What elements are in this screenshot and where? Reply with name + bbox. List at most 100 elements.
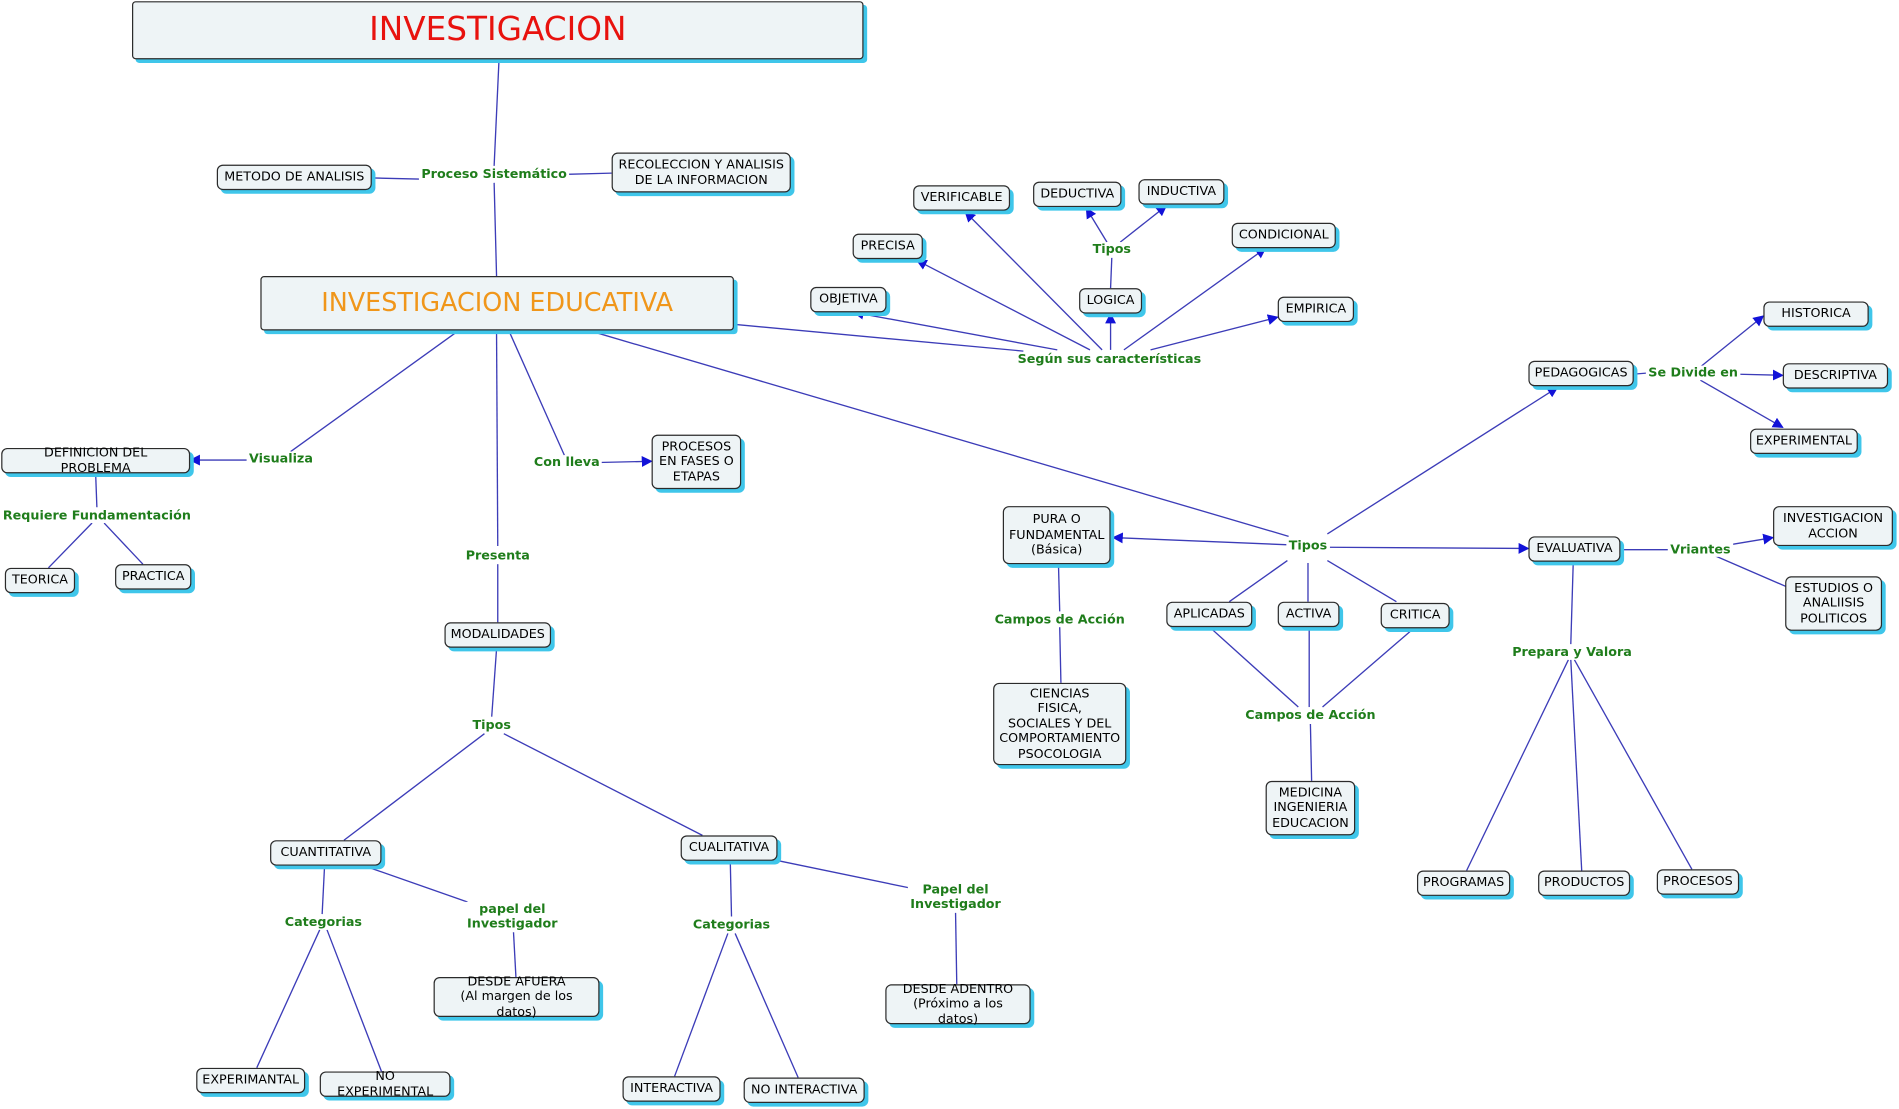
link-line: [1059, 627, 1062, 683]
link-line: [103, 522, 144, 565]
node-pedagogicas: PEDAGOGICAS: [1528, 360, 1634, 387]
link-line: [1570, 562, 1574, 645]
node-experimantal: EXPERIMANTAL: [196, 1067, 306, 1094]
node-precisa: PRECISA: [852, 233, 923, 260]
link-line: [1111, 532, 1289, 546]
label-categorias-cual: Categorias: [690, 917, 773, 933]
label-se-divide: Se Divide en: [1645, 365, 1741, 381]
link-line: [566, 172, 612, 176]
node-modalidades: MODALIDADES: [444, 622, 552, 648]
link-line: [321, 865, 326, 915]
label-proceso-sistematico: Proceso Sistemático: [418, 167, 570, 182]
link-line: [915, 259, 1091, 351]
label-vriantes: Vriantes: [1667, 542, 1733, 557]
node-programas: PROGRAMAS: [1416, 870, 1511, 896]
node-inductiva: INDUCTIVA: [1138, 179, 1225, 205]
link-line: [598, 456, 653, 467]
link-line: [1150, 314, 1279, 351]
link-line: [1570, 659, 1583, 871]
link-line: [1729, 533, 1775, 546]
link-line: [1119, 205, 1168, 243]
link-line: [256, 929, 321, 1069]
node-title: INVESTIGACION EDUCATIVA: [321, 288, 674, 318]
node-desde-afuera: DESDE AFUERA (Al margen de los datos): [433, 975, 600, 1019]
link-line: [729, 862, 733, 917]
link-line: [1699, 315, 1765, 368]
link-line: [1327, 542, 1530, 554]
label-visualiza: Visualiza: [246, 451, 316, 467]
label-segun-caracteristicas: Según sus características: [1015, 352, 1204, 367]
node-no-interactiva: NO INTERACTIVA: [743, 1077, 865, 1103]
node-definicion-problema: DEFINICION DEL PROBLEMA: [1, 446, 191, 475]
label-tipos-main: Tipos: [1286, 538, 1330, 554]
node-critica: CRITICA: [1380, 602, 1450, 629]
label-tipos-logica: Tipos: [1090, 242, 1134, 257]
link-line: [503, 733, 703, 836]
link-line: [734, 933, 799, 1078]
node-title: INVESTIGACION: [369, 10, 627, 49]
node-evaluativa: EVALUATIVA: [1528, 536, 1621, 562]
node-recoleccion: RECOLECCION Y ANALISIS DE LA INFORMACION: [611, 152, 791, 193]
node-verificable: VERIFICABLE: [913, 185, 1011, 211]
link-line: [778, 860, 914, 890]
link-line: [495, 332, 499, 547]
node-deductiva: DEDUCTIVA: [1033, 181, 1122, 208]
node-productos: PRODUCTOS: [1538, 870, 1631, 896]
node-descriptiva: DESCRIPTIVA: [1782, 363, 1889, 389]
label-tipos-modalidades: Tipos: [470, 717, 514, 733]
link-line: [1228, 560, 1288, 603]
link-line: [1309, 723, 1313, 781]
node-objetiva: OBJETIVA: [810, 286, 887, 313]
link-line: [954, 912, 958, 985]
node-inv-accion: INVESTIGACION ACCION: [1773, 506, 1893, 547]
node-historica: HISTORICA: [1763, 301, 1869, 327]
label-campos-pura: Campos de Acción: [992, 612, 1128, 628]
node-cualitativa: CUALITATIVA: [680, 835, 778, 861]
link-line: [493, 182, 498, 277]
link-line: [512, 932, 517, 978]
link-line: [596, 332, 1289, 537]
link-line: [370, 867, 468, 903]
link-line: [852, 308, 1058, 351]
link-line: [326, 929, 383, 1072]
link-line: [95, 474, 98, 508]
link-line: [1057, 565, 1061, 612]
link-line: [493, 60, 500, 166]
node-investigacion: INVESTIGACION: [132, 1, 864, 60]
node-investigacion-educativa: INVESTIGACION EDUCATIVA: [260, 276, 734, 331]
link-line: [1466, 659, 1569, 871]
label-campos-aplicadas: Campos de Acción: [1242, 708, 1378, 723]
link-line: [491, 648, 498, 717]
node-condicional: CONDICIONAL: [1231, 222, 1336, 249]
link-line: [1327, 559, 1397, 603]
node-interactiva: INTERACTIVA: [622, 1076, 721, 1102]
link-line: [290, 332, 456, 453]
link-line: [1085, 207, 1108, 243]
node-pura: PURA O FUNDAMENTAL (Básica): [1002, 506, 1111, 565]
label-papel-cual: Papel del Investigador: [907, 882, 1004, 912]
link-line: [1714, 555, 1788, 588]
node-desde-adentro: DESDE ADENTRO (Próximo a los datos): [885, 982, 1031, 1026]
link-line: [964, 211, 1103, 351]
link-line: [673, 933, 729, 1077]
label-presenta: Presenta: [463, 548, 533, 564]
link-line: [1327, 386, 1559, 535]
link-line: [343, 733, 485, 841]
link-line: [1123, 247, 1267, 351]
link-line: [47, 522, 93, 569]
node-activa: ACTIVA: [1277, 601, 1340, 628]
node-practica: PRACTICA: [115, 564, 192, 590]
node-estudios: ESTUDIOS O ANALIISIS POLITICOS: [1785, 576, 1883, 631]
node-medicina: MEDICINA INGENIERIA EDUCACION: [1265, 780, 1356, 836]
node-procesos-fases: PROCESOS EN FASES O ETAPAS: [651, 434, 742, 490]
link-line: [1322, 630, 1412, 708]
link-line: [1109, 257, 1113, 289]
node-cuantitativa: CUANTITATIVA: [270, 840, 382, 866]
node-no-experimental: NO EXPERIMENTAL: [319, 1069, 451, 1099]
node-procesos: PROCESOS: [1656, 869, 1740, 895]
label-categorias-cuant: Categorias: [282, 915, 365, 930]
label-papel-cuant: papel del Investigador: [464, 901, 560, 932]
link-line: [1211, 629, 1299, 708]
